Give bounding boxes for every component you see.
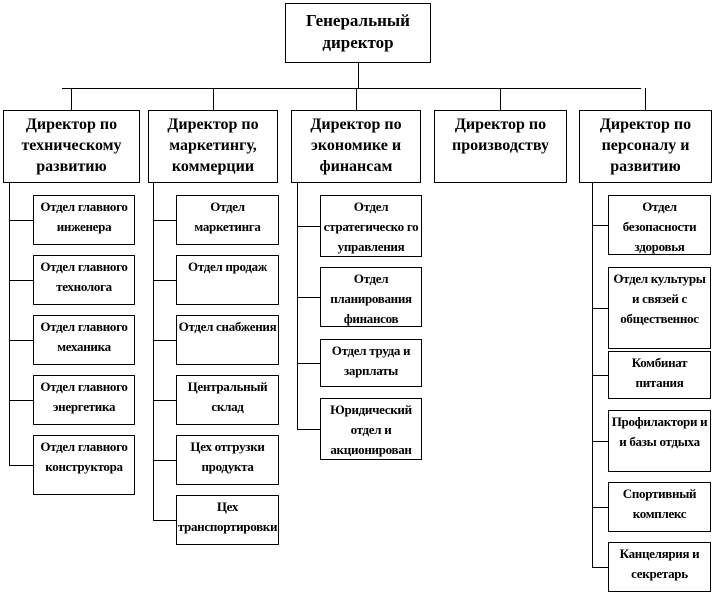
department-box-label: Цех отгрузки продукта xyxy=(190,439,265,474)
department-box-label: Отдел культуры и связей с общественнос xyxy=(613,271,706,326)
department-box: Канцелярия и секретарь xyxy=(608,542,711,592)
connector-line xyxy=(9,340,33,341)
department-box-label: Отдел стратегическо го управления xyxy=(323,199,419,254)
connector-line xyxy=(592,507,608,508)
connector-line xyxy=(592,308,608,309)
department-box: Спортивный комплекс xyxy=(608,482,711,532)
department-box-label: Спортивный комплекс xyxy=(622,486,697,521)
department-box: Отдел безопасности здоровья xyxy=(608,195,711,255)
department-box: Отдел стратегическо го управления xyxy=(320,195,422,257)
connector-line xyxy=(62,88,641,89)
department-box-label: Отдел главного технолога xyxy=(40,259,128,294)
department-box: Центральный склад xyxy=(176,375,279,425)
connector-line xyxy=(9,280,33,281)
department-box: Профилактори и и базы отдыха xyxy=(608,410,711,472)
department-box: Отдел главного энергетика xyxy=(33,375,135,425)
department-box-label: Юридический отдел и акционирован xyxy=(330,402,412,457)
director-box-3: Директор по экономике и финансам xyxy=(291,110,421,183)
connector-line xyxy=(153,340,176,341)
director-box-3-label: Директор по экономике и финансам xyxy=(310,116,402,175)
department-box-label: Профилактори и и базы отдыха xyxy=(611,414,708,449)
department-box: Комбинат питания xyxy=(608,351,711,399)
connector-line xyxy=(71,88,72,110)
connector-line xyxy=(500,88,501,110)
connector-line xyxy=(297,226,320,227)
director-box-4-label: Директор по производству xyxy=(452,116,549,154)
connector-line xyxy=(592,225,608,226)
department-box: Отдел продаж xyxy=(176,255,279,305)
department-box: Отдел планирования финансов xyxy=(320,267,422,327)
connector-line xyxy=(153,220,176,221)
connector-line xyxy=(9,183,10,466)
department-box-label: Цех транспортировки xyxy=(177,499,278,534)
connector-line xyxy=(9,400,33,401)
department-box-label: Комбинат питания xyxy=(631,355,688,390)
department-box-label: Отдел главного инженера xyxy=(40,199,128,234)
director-box-1: Директор по техническому развитию xyxy=(3,110,140,183)
department-box: Отдел главного механика xyxy=(33,315,135,365)
director-box-1-label: Директор по техническому развитию xyxy=(21,116,122,175)
connector-line xyxy=(297,183,298,430)
department-box-label: Отдел снабжения xyxy=(178,319,277,334)
connector-line xyxy=(153,183,154,521)
department-box: Юридический отдел и акционирован xyxy=(320,398,422,460)
connector-line xyxy=(592,375,608,376)
department-box-label: Отдел главного конструктора xyxy=(40,439,128,474)
department-box: Отдел культуры и связей с общественнос xyxy=(608,267,711,349)
connector-line xyxy=(9,220,33,221)
department-box: Отдел маркетинга xyxy=(176,195,279,245)
connector-line xyxy=(592,441,608,442)
connector-line xyxy=(9,465,33,466)
director-box-4: Директор по производству xyxy=(434,110,567,183)
director-box-2: Директор по маркетингу, коммерции xyxy=(148,110,278,183)
connector-line xyxy=(153,400,176,401)
general-director-box: Генеральный директор xyxy=(285,3,431,63)
department-box-label: Канцелярия и секретарь xyxy=(619,546,700,581)
connector-line xyxy=(297,429,320,430)
connector-line xyxy=(297,297,320,298)
director-box-5-label: Директор по персоналу и развитию xyxy=(599,116,692,175)
connector-line xyxy=(358,63,359,89)
department-box-label: Центральный склад xyxy=(187,379,268,414)
connector-line xyxy=(153,520,176,521)
department-box-label: Отдел труда и зарплаты xyxy=(331,343,411,378)
general-director-box-label: Генеральный директор xyxy=(306,11,410,52)
director-box-2-label: Директор по маркетингу, коммерции xyxy=(167,116,259,175)
department-box: Отдел труда и зарплаты xyxy=(320,339,422,387)
department-box-label: Отдел планирования финансов xyxy=(330,271,412,326)
connector-line xyxy=(213,88,214,110)
department-box: Отдел снабжения xyxy=(176,315,279,365)
connector-line xyxy=(153,280,176,281)
department-box-label: Отдел безопасности здоровья xyxy=(622,199,697,254)
department-box: Отдел главного конструктора xyxy=(33,435,135,495)
department-box-label: Отдел продаж xyxy=(188,259,267,274)
connector-line xyxy=(592,567,608,568)
department-box: Цех транспортировки xyxy=(176,495,279,545)
director-box-5: Директор по персоналу и развитию xyxy=(579,110,712,183)
department-box-label: Отдел маркетинга xyxy=(194,199,261,234)
connector-line xyxy=(297,363,320,364)
connector-line xyxy=(153,460,176,461)
department-box: Цех отгрузки продукта xyxy=(176,435,279,485)
department-box: Отдел главного инженера xyxy=(33,195,135,245)
department-box: Отдел главного технолога xyxy=(33,255,135,305)
connector-line xyxy=(356,88,357,110)
department-box-label: Отдел главного энергетика xyxy=(40,379,128,414)
department-box-label: Отдел главного механика xyxy=(40,319,128,354)
connector-line xyxy=(645,88,646,110)
